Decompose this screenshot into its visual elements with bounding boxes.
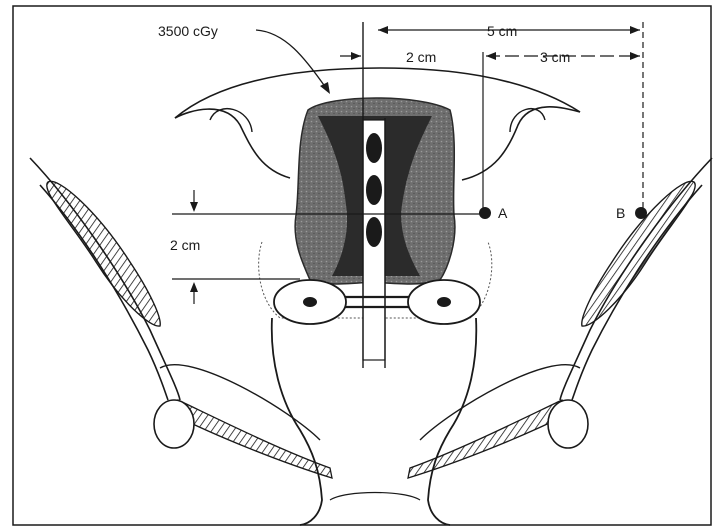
introitus <box>330 493 420 501</box>
right-muscle <box>582 181 695 326</box>
right-ovoid-source <box>437 297 451 307</box>
dim-2cm-side-arrow-down <box>190 202 198 212</box>
dim-5cm-arrow-right <box>630 26 640 34</box>
left-uterine-horn <box>175 109 290 178</box>
source-2 <box>366 175 382 205</box>
point-b-label: B <box>616 205 625 221</box>
left-horn-curl <box>210 109 252 132</box>
left-ischial-tuberosity <box>154 400 194 448</box>
dim-5cm-arrow-left <box>378 26 388 34</box>
point-a-marker <box>479 207 491 219</box>
dim-3cm-arrow-left <box>486 52 496 60</box>
dim-3cm-label: 3 cm <box>540 49 570 65</box>
dim-2cm-side-label: 2 cm <box>170 237 200 253</box>
dim-5cm-label: 5 cm <box>487 23 517 39</box>
left-levator <box>172 400 332 478</box>
dose-leader <box>256 30 326 88</box>
dose-label: 3500 cGy <box>158 23 218 39</box>
left-ovoid-source <box>303 297 317 307</box>
right-ischial-tuberosity <box>548 400 588 448</box>
dim-2cm-top-arrow-left <box>351 52 361 60</box>
right-levator <box>408 400 568 478</box>
dim-2cm-top-label: 2 cm <box>406 49 436 65</box>
source-1 <box>366 133 382 163</box>
dim-3cm-arrow-right <box>630 52 640 60</box>
dose-leader-arrowhead <box>320 82 330 94</box>
dim-2cm-side-arrow-up <box>190 282 198 292</box>
vagina-right-wall <box>428 318 476 525</box>
source-3 <box>366 217 382 247</box>
left-muscle <box>47 181 160 326</box>
point-b-marker <box>635 207 647 219</box>
point-a-label: A <box>498 205 508 221</box>
right-uterine-horn <box>462 107 580 180</box>
